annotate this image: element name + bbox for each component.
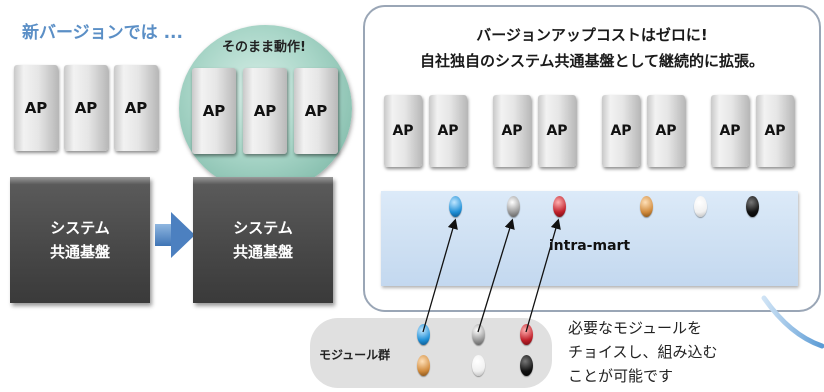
tray-module-black-icon <box>520 355 533 376</box>
platform-line1: システム <box>50 219 110 237</box>
tray-module-blue-icon <box>417 324 430 345</box>
module-tray <box>310 318 552 388</box>
works-as-is-label: そのまま動作! <box>222 40 306 55</box>
ap-block: AP <box>647 95 685 167</box>
ap-block: AP <box>602 95 640 167</box>
module-connector-line <box>422 218 458 333</box>
extension-curve <box>761 295 824 349</box>
platform-line2: 共通基盤 <box>232 243 293 261</box>
description-text: 必要なモジュールを チョイスし、組み込む ことが可能です <box>568 316 718 388</box>
ap-block: AP <box>192 68 236 154</box>
platform-line1: システム <box>233 219 293 237</box>
description-line1: 必要なモジュールを <box>568 319 702 337</box>
ap-block: AP <box>538 95 576 167</box>
panel-title: バージョンアップコストはゼロに! 自社独自のシステム共通基盤として継続的に拡張。 <box>363 22 821 74</box>
ap-block: AP <box>294 68 338 154</box>
ap-block: AP <box>64 65 108 151</box>
ap-block: AP <box>114 65 158 151</box>
description-line3: ことが可能です <box>568 367 674 385</box>
ap-block: AP <box>243 68 287 154</box>
module-blue-icon <box>449 196 462 217</box>
module-connector-line <box>525 218 561 333</box>
tray-module-orange-icon <box>417 355 430 376</box>
module-orange-icon <box>640 196 653 217</box>
platform-line2: 共通基盤 <box>49 243 110 261</box>
ap-block: AP <box>756 95 794 167</box>
module-white-icon <box>694 196 707 217</box>
panel-title-line2: 自社独自のシステム共通基盤として継続的に拡張。 <box>419 52 765 70</box>
ap-block: AP <box>14 65 58 151</box>
ap-block: AP <box>429 95 467 167</box>
module-connector-line <box>477 218 515 333</box>
module-gray-icon <box>507 196 520 217</box>
module-group-label: モジュール群 <box>319 348 391 362</box>
common-platform-new: システム 共通基盤 <box>193 177 333 303</box>
section-heading: 新バージョンでは ... <box>22 23 183 43</box>
ap-block: AP <box>711 95 749 167</box>
module-red-icon <box>553 196 566 217</box>
module-black-icon <box>746 196 759 217</box>
intra-mart-label: intra-mart <box>548 238 631 254</box>
description-line2: チョイスし、組み込む <box>568 343 718 361</box>
ap-block: AP <box>493 95 531 167</box>
tray-module-red-icon <box>520 324 533 345</box>
panel-title-line1: バージョンアップコストはゼロに! <box>476 26 708 44</box>
tray-module-white-icon <box>472 355 485 376</box>
ap-block: AP <box>384 95 422 167</box>
common-platform-old: システム 共通基盤 <box>10 177 150 303</box>
tray-module-gray-icon <box>472 324 485 345</box>
